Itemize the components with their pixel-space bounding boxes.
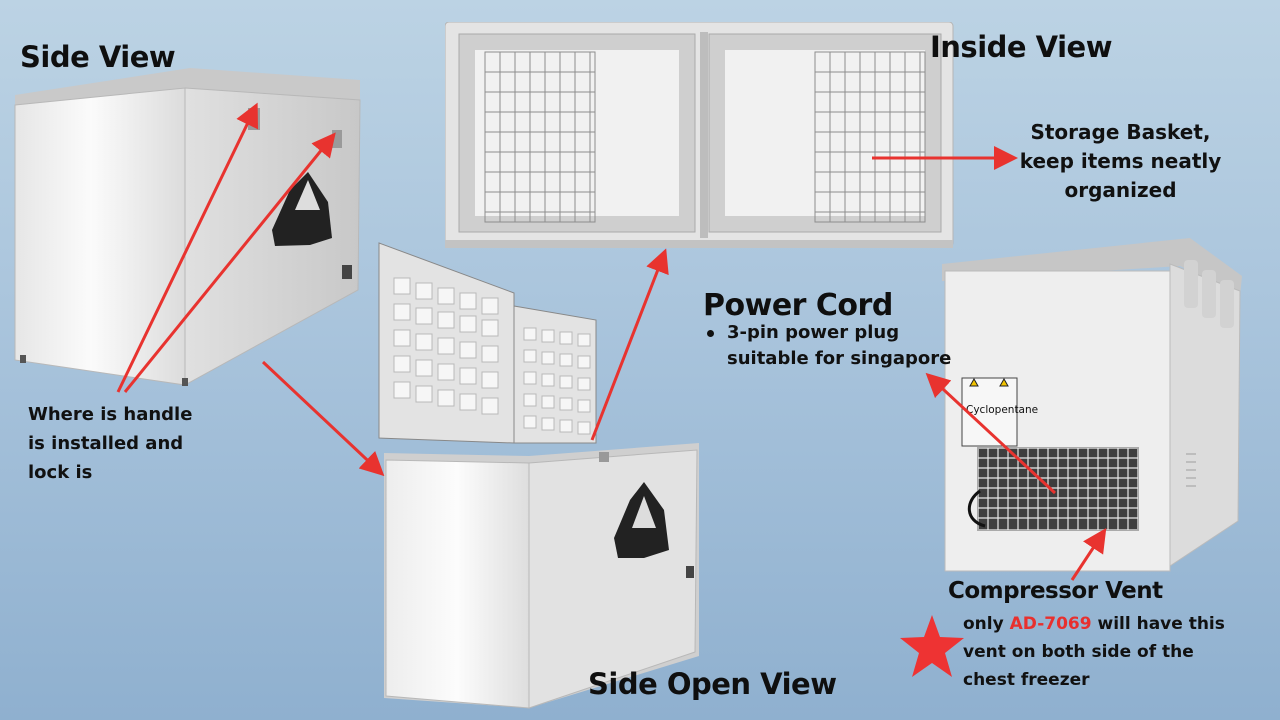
vent-note-line3: chest freezer: [963, 670, 1090, 690]
compressor-view-freezer-image: Cyclopentane: [942, 238, 1242, 572]
basket-note-line3: organized: [1064, 178, 1177, 202]
vent-note-model: AD-7069: [1009, 614, 1092, 634]
handle-note-line1: Where is handle: [28, 404, 193, 425]
storage-basket-note: Storage Basket, keep items neatly organi…: [1008, 118, 1233, 205]
star-icon: [900, 615, 964, 677]
power-bullet-line1: 3-pin power plug: [727, 322, 900, 343]
inside-view-freezer-image: [445, 22, 954, 248]
vent-note-pre: only: [963, 614, 1010, 634]
power-cord-heading: Power Cord: [703, 288, 893, 323]
side-open-view-freezer-image: [378, 242, 699, 709]
cyclopentane-label: Cyclopentane: [966, 404, 1038, 416]
compressor-vent-heading: Compressor Vent: [948, 578, 1163, 604]
power-cord-note: 3-pin power plug suitable for singapore: [705, 320, 951, 372]
basket-note-line2: keep items neatly: [1019, 149, 1222, 173]
inside-view-heading: Inside View: [930, 30, 1113, 64]
basket-note-line1: Storage Basket,: [1030, 120, 1211, 144]
side-view-freezer-image: [14, 68, 361, 386]
compressor-vent-note: only AD-7069 will have this vent on both…: [963, 610, 1225, 694]
handle-note-line2: is installed and: [28, 433, 184, 454]
side-view-heading: Side View: [20, 40, 176, 74]
power-bullet-line2: suitable for singapore: [727, 348, 952, 369]
handle-note: Where is handle is installed and lock is: [28, 400, 192, 487]
vent-note-line2: vent on both side of the: [963, 642, 1194, 662]
handle-note-line3: lock is: [28, 462, 93, 483]
bullet-dot-icon: [707, 330, 714, 337]
side-open-view-heading: Side Open View: [588, 667, 837, 701]
vent-note-post: will have this: [1091, 614, 1225, 634]
